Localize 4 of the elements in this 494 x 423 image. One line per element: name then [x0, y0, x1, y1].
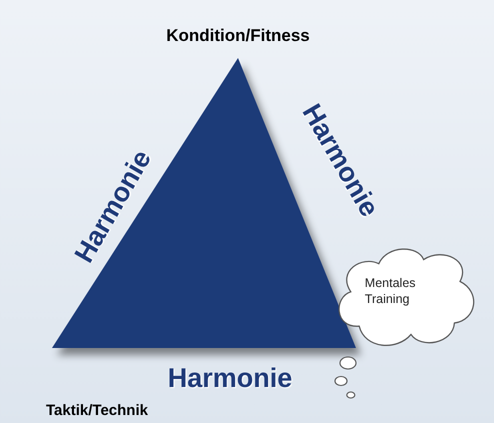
corner-label: Kondition/Fitness	[166, 26, 310, 46]
side-label: Harmonie	[168, 362, 292, 394]
corner-label: Taktik/Technik	[46, 402, 148, 418]
cloud-text: Mentales Training	[364, 276, 417, 308]
